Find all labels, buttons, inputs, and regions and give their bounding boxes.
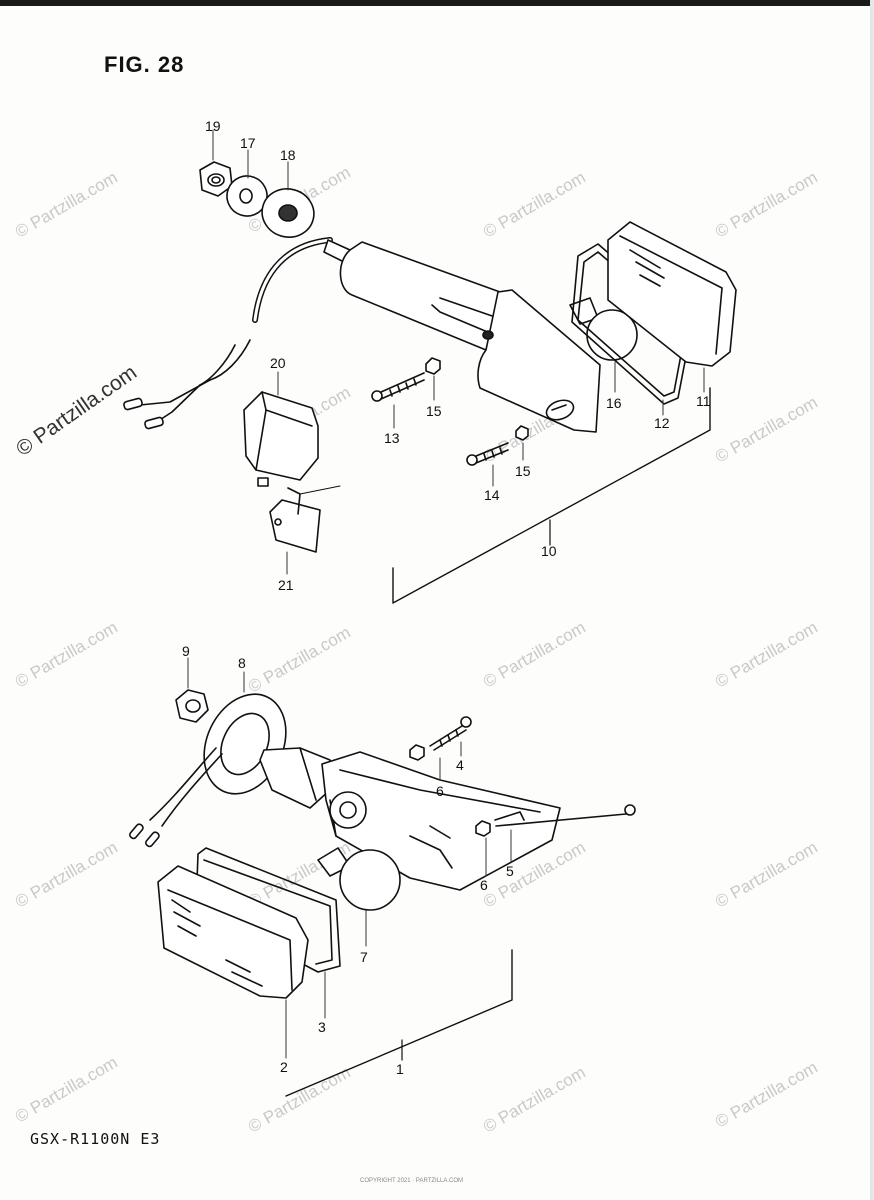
top-border [0,0,874,6]
callout-20: 20 [270,355,286,371]
callout-13: 13 [384,430,400,446]
callout-16: 16 [606,395,622,411]
callout-19: 19 [205,118,221,134]
callout-21: 21 [278,577,294,593]
callout-6-upper: 6 [436,783,444,799]
footer-text: COPYRIGHT 2021 · PARTZILLA.COM [360,1178,464,1184]
callout-3: 3 [318,1019,326,1035]
model-label: GSX-R1100N E3 [30,1130,161,1148]
bracket-21 [269,485,341,553]
right-edge [870,0,874,1200]
gasket-12 [571,243,693,405]
callout-4: 4 [456,757,464,773]
screw-14 [466,442,509,466]
callout-15-lower: 15 [515,463,531,479]
callout-2: 2 [280,1059,288,1075]
screw-5 [494,804,636,827]
nut-15-lower [515,425,529,441]
nut-6-lower [475,820,491,837]
screw-4 [429,716,472,751]
callout-11: 11 [696,393,711,409]
nut-6-upper [409,744,425,761]
callout-6-lower: 6 [480,877,488,893]
callout-18: 18 [280,147,296,163]
callout-10: 10 [541,543,557,559]
lens-2 [157,865,309,999]
screw-13 [371,372,425,402]
callout-14: 14 [484,487,500,503]
callout-7: 7 [360,949,368,965]
lens-11 [607,221,737,367]
callout-15-upper: 15 [426,403,442,419]
callout-1: 1 [396,1061,404,1077]
callout-17: 17 [240,135,256,151]
figure-title: FIG. 28 [104,52,185,77]
callout-12: 12 [654,415,670,431]
nut-15-upper [425,357,441,375]
bulb-7 [317,847,401,911]
callout-5: 5 [506,863,514,879]
turn-signal-10 [123,237,601,433]
grommet-18 [261,188,315,238]
relay-20 [243,391,319,487]
callout-9: 9 [182,643,190,659]
callout-8: 8 [238,655,246,671]
nut-9 [175,689,209,723]
